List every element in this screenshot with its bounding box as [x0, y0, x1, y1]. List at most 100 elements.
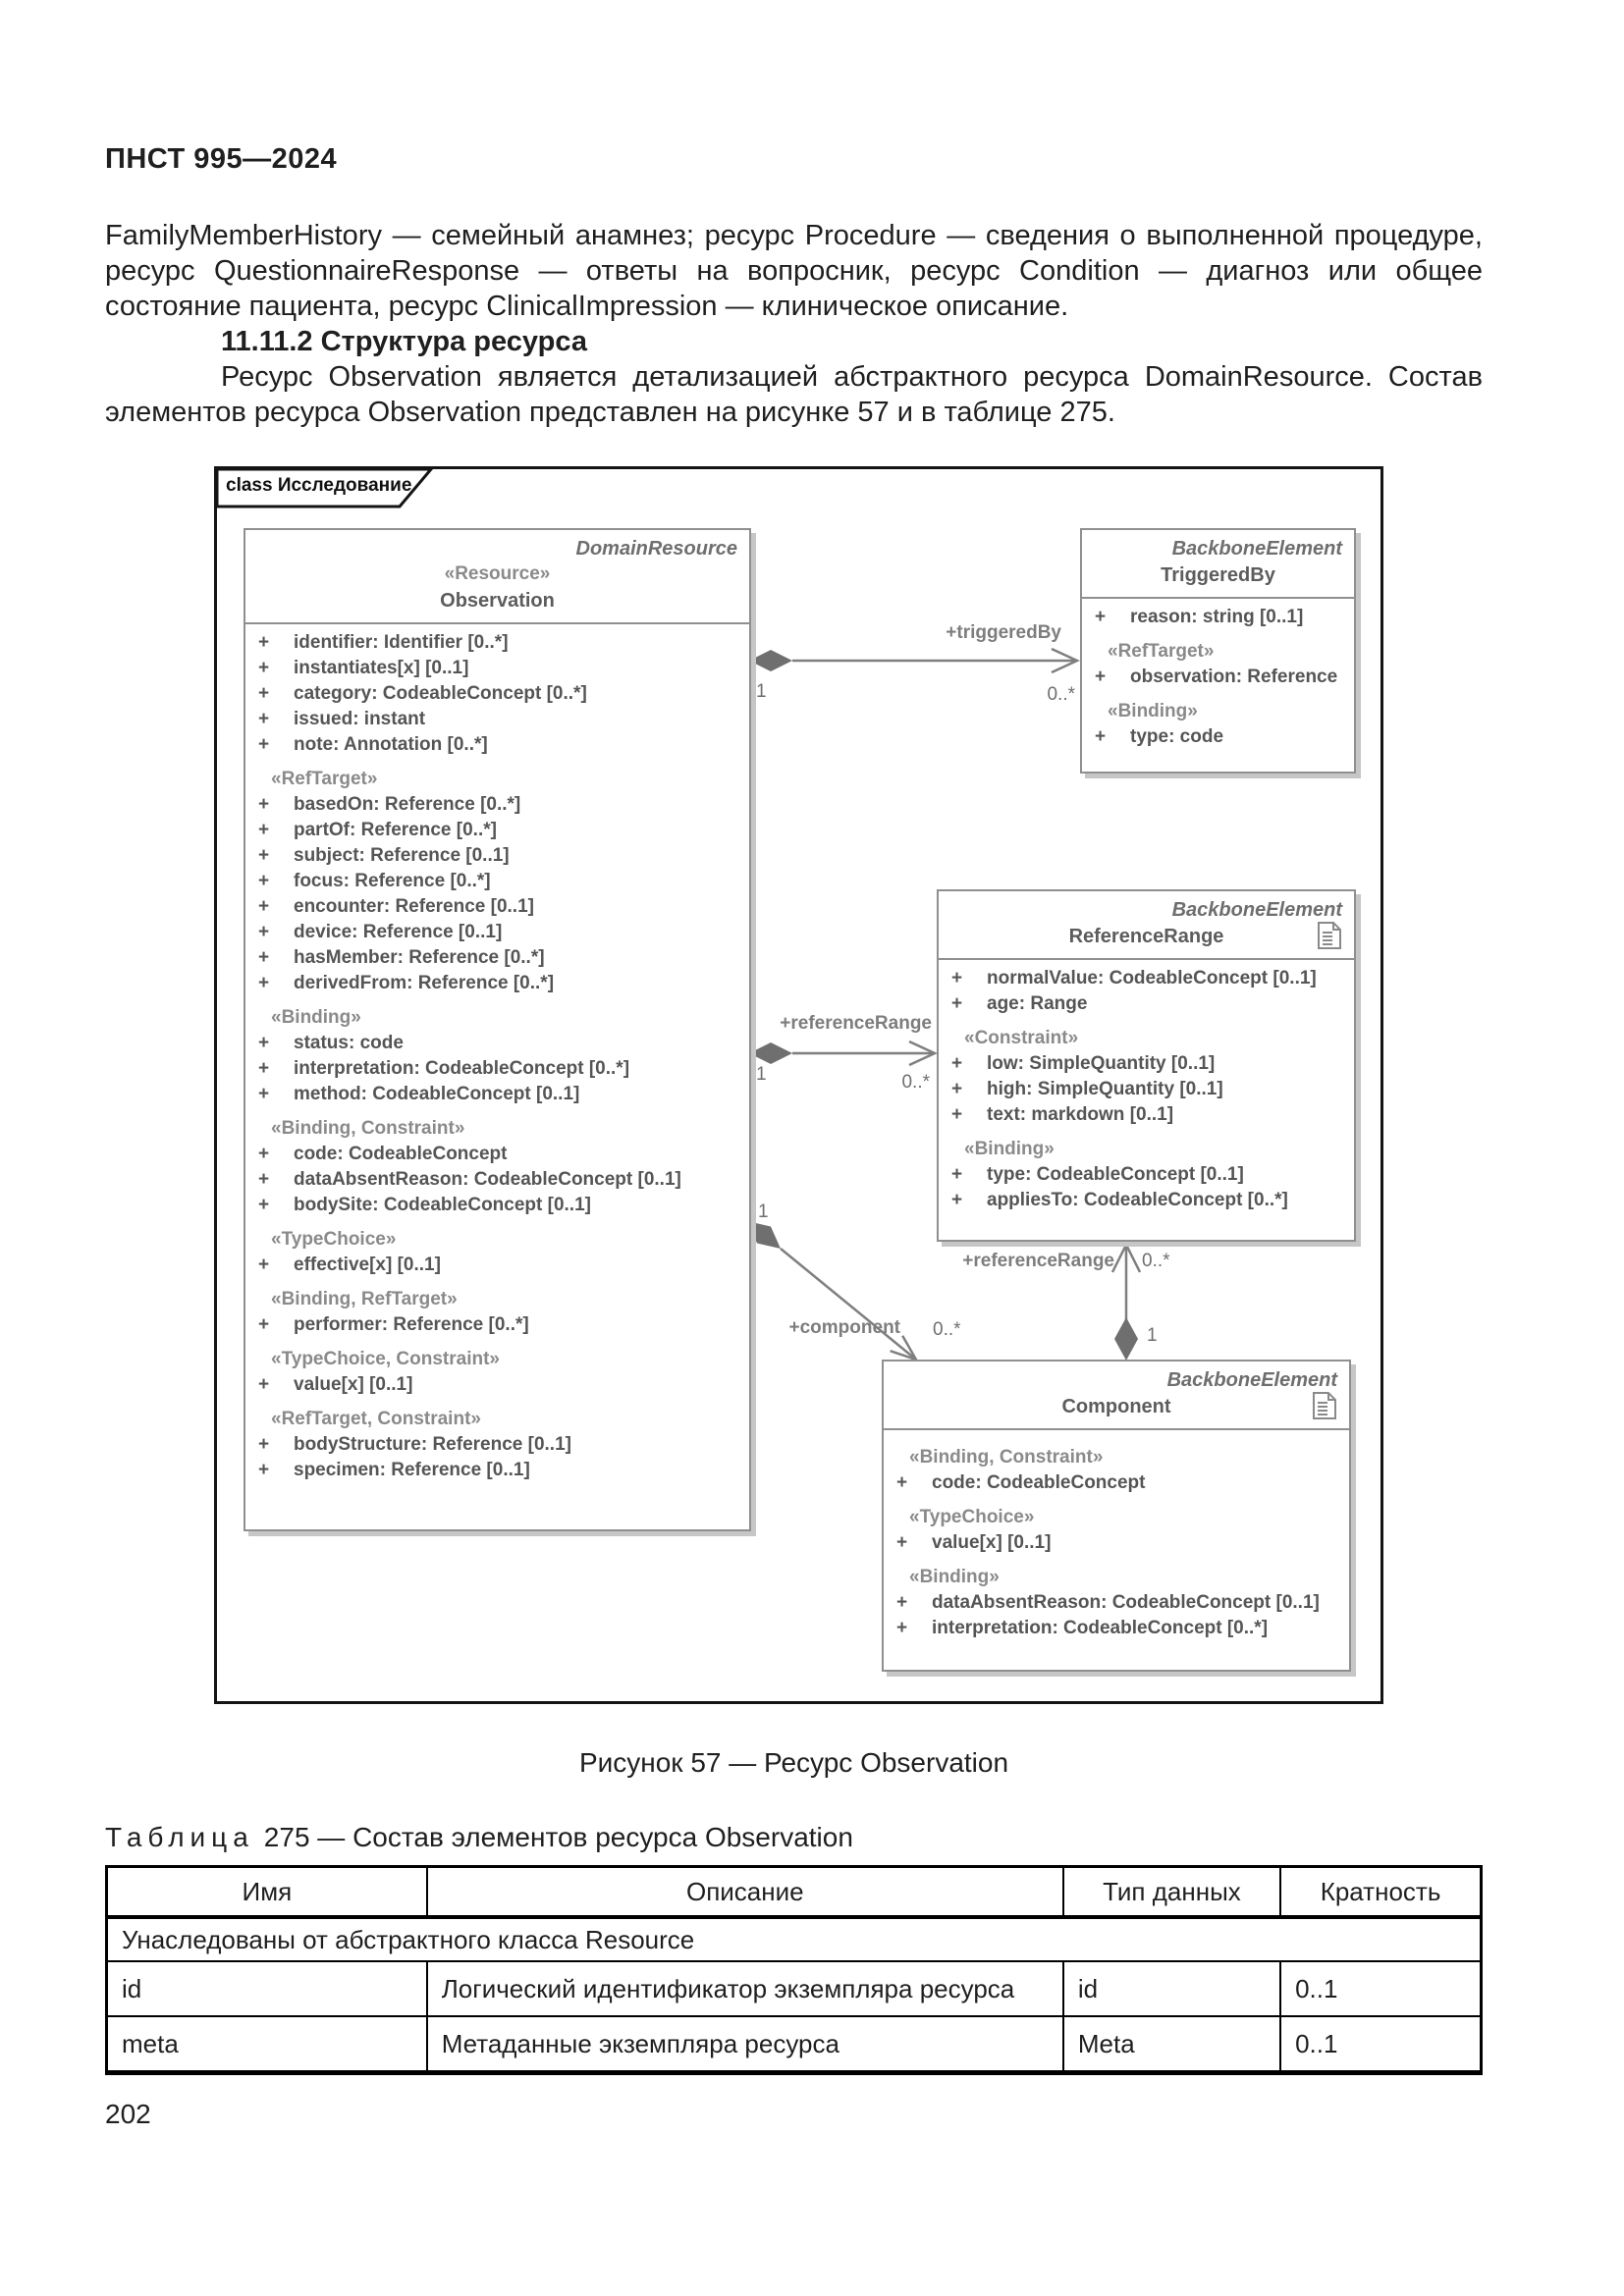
visibility-symbol: +	[258, 947, 270, 968]
column-header-description: Описание	[425, 1865, 1064, 1919]
attribute-section: «RefTarget, Constraint»+bodyStructure: R…	[245, 1407, 749, 1483]
attribute-section: «TypeChoice» +effective[x] [0..1]	[245, 1227, 749, 1278]
class-parent-type: DomainResource	[575, 538, 738, 560]
attribute-row: +reason: string [0..1]	[1082, 605, 1354, 630]
connection-component-referencerange	[1110, 1242, 1142, 1361]
attribute-text: dataAbsentReason: CodeableConcept [0..1]	[294, 1169, 681, 1190]
attribute-text: basedOn: Reference [0..*]	[294, 794, 521, 815]
attribute-text: status: code	[294, 1033, 404, 1053]
attribute-section: «Binding»+dataAbsentReason: CodeableConc…	[884, 1565, 1349, 1641]
visibility-symbol: +	[896, 1532, 908, 1553]
stereotype-label: «Binding, RefTarget»	[271, 1289, 458, 1309]
attribute-section: «Binding, Constraint»+ code: CodeableConc…	[884, 1445, 1349, 1496]
visibility-symbol: +	[258, 1084, 270, 1104]
visibility-symbol: +	[896, 1618, 908, 1638]
class-parent-type: BackboneElement	[1171, 899, 1342, 921]
visibility-symbol: +	[258, 794, 270, 815]
multiplicity-target-triggeredby: 0..*	[1047, 684, 1075, 705]
attribute-row: +specimen: Reference [0..1]	[245, 1458, 749, 1483]
attribute-text: low: SimpleQuantity [0..1]	[987, 1053, 1216, 1074]
attribute-text: effective[x] [0..1]	[294, 1255, 441, 1275]
attribute-row: +dataAbsentReason: CodeableConcept [0..1…	[245, 1167, 749, 1193]
stereotype-label: «TypeChoice, Constraint»	[271, 1349, 500, 1369]
attribute-row: +high: SimpleQuantity [0..1]	[939, 1077, 1354, 1102]
visibility-symbol: +	[951, 1079, 963, 1099]
attribute-text: focus: Reference [0..*]	[294, 871, 491, 891]
composition-diamond	[749, 650, 792, 671]
attribute-section: «TypeChoice, Constraint» +value[x] [0..1]	[245, 1347, 749, 1398]
visibility-symbol: +	[258, 632, 270, 653]
section-heading: 11.11.2 Структура ресурса	[221, 326, 587, 357]
stereotype-label: «Binding»	[909, 1567, 1000, 1587]
paragraph-body: Ресурс Observation является детализацией…	[105, 361, 1483, 428]
visibility-symbol: +	[258, 1033, 270, 1053]
visibility-symbol: +	[258, 683, 270, 704]
attribute-text: code: CodeableConcept	[932, 1472, 1146, 1493]
table-row: meta Метаданные экземпляра ресурса Meta …	[105, 2015, 1483, 2074]
paragraph-intro: FamilyMemberHistory — семейный анамнез; …	[105, 220, 1483, 322]
attribute-section: «Binding»+type: code	[1082, 699, 1354, 750]
composition-diamond	[1114, 1317, 1138, 1361]
attribute-row: +effective[x] [0..1]	[245, 1253, 749, 1278]
visibility-symbol: +	[258, 658, 270, 678]
stereotype-label: «Constraint»	[964, 1028, 1079, 1048]
visibility-symbol: +	[258, 896, 270, 917]
attribute-row: + category: CodeableConcept [0..*]	[245, 681, 749, 707]
attribute-row: +encounter: Reference [0..1]	[245, 894, 749, 920]
table-caption-rest: 275 — Состав элементов ресурса Observati…	[263, 1822, 853, 1852]
attribute-text: age: Range	[987, 993, 1088, 1014]
attribute-text: performer: Reference [0..*]	[294, 1314, 529, 1335]
table-cell: Логический идентификатор экземпляра ресу…	[425, 1960, 1064, 2017]
diagram-connections-layer	[217, 469, 1142, 1362]
attribute-text: observation: Reference	[1130, 667, 1338, 687]
attribute-text: category: CodeableConcept [0..*]	[294, 683, 587, 704]
attribute-text: interpretation: CodeableConcept [0..*]	[932, 1618, 1269, 1638]
column-header-cardinality: Кратность	[1279, 1865, 1483, 1919]
visibility-symbol: +	[1095, 726, 1107, 747]
attribute-section: + identifier: Identifier [0..*] +instantia…	[245, 630, 749, 758]
attribute-text: identifier: Identifier [0..*]	[294, 632, 509, 653]
visibility-symbol: +	[896, 1472, 908, 1493]
connection-label-triggeredby: +triggeredBy	[946, 622, 1061, 643]
attribute-row: +derivedFrom: Reference [0..*]	[245, 971, 749, 996]
multiplicity-target-component: 0..*	[933, 1319, 961, 1340]
attribute-row: +type: code	[1082, 724, 1354, 750]
stereotype-label: «TypeChoice»	[271, 1229, 397, 1250]
attribute-text: issued: instant	[294, 709, 426, 729]
attribute-row: +value[x] [0..1]	[245, 1372, 749, 1398]
visibility-symbol: +	[258, 1434, 270, 1455]
class-attributes: «Binding, Constraint»+code: CodeableConc…	[884, 1430, 1349, 1641]
class-name: Observation	[440, 590, 555, 612]
visibility-symbol: +	[258, 1195, 270, 1215]
stereotype-label: «Binding»	[271, 1007, 361, 1028]
composition-diamond	[749, 1042, 792, 1064]
stereotype-label: «Binding, Constraint»	[909, 1447, 1104, 1468]
connection-label-component: +component	[788, 1317, 900, 1338]
attribute-text: interpretation: CodeableConcept [0..*]	[294, 1058, 630, 1079]
multiplicity-source-triggeredby: 1	[756, 681, 767, 702]
attribute-row: +text: markdown [0..1]	[939, 1102, 1354, 1128]
attribute-row: +instantiates[x] [0..1]	[245, 656, 749, 681]
table-cell: 0..1	[1279, 2015, 1483, 2074]
visibility-symbol: +	[258, 1374, 270, 1395]
figure-caption: Рисунок 57 — Ресурс Observation	[578, 1747, 1009, 1778]
attribute-row: + interpretation: CodeableConcept [0..*]	[884, 1616, 1349, 1641]
visibility-symbol: +	[258, 922, 270, 942]
note-icon	[1318, 922, 1341, 949]
class-attributes: +reason: string [0..1] «RefTarget» + observ…	[1082, 599, 1354, 750]
class-box-observation: DomainResource«Resource»Observation+iden…	[244, 528, 751, 1531]
class-name: TriggeredBy	[1161, 564, 1275, 586]
table-cell: 0..1	[1279, 1960, 1483, 2017]
attribute-section: «Binding»+status: code+interpretation: C…	[245, 1005, 749, 1107]
table-row: id Логический идентификатор экземпляра р…	[105, 1960, 1483, 2017]
stereotype-label: «TypeChoice»	[909, 1507, 1035, 1527]
visibility-symbol: +	[258, 1144, 270, 1164]
attribute-section: +normalValue: CodeableConcept [0..1]+age…	[939, 966, 1354, 1017]
stereotype-label: «RefTarget»	[1108, 641, 1215, 662]
table-cell: id	[1061, 1960, 1282, 2017]
stereotype-label: «Binding, Constraint»	[271, 1118, 465, 1139]
attribute-row: + basedOn: Reference [0..*]	[245, 792, 749, 818]
attribute-text: bodyStructure: Reference [0..1]	[294, 1434, 571, 1455]
